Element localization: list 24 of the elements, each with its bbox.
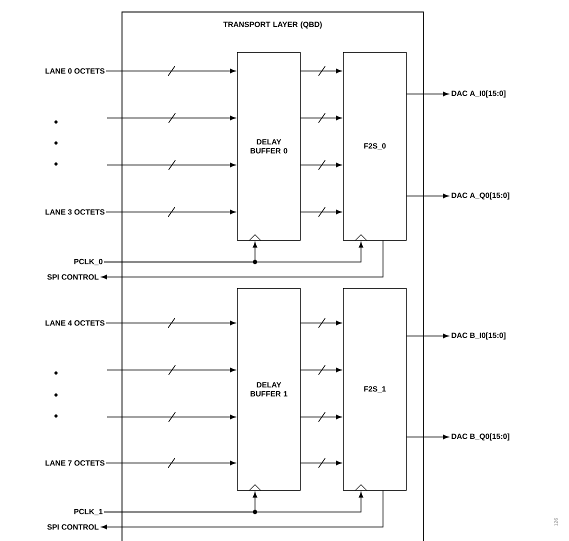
- bus-arrow: [300, 207, 342, 217]
- bus-arrow: [106, 66, 236, 76]
- bus-arrow: [300, 458, 342, 468]
- arrow: [406, 334, 449, 338]
- bus-arrow: [106, 412, 236, 422]
- arrow: [101, 240, 384, 280]
- bus-arrow: [106, 160, 236, 170]
- arrow: [104, 492, 364, 512]
- bus-arrow: [300, 66, 342, 76]
- bus-arrow: [106, 318, 236, 328]
- arrow: [101, 490, 384, 530]
- arrow: [104, 242, 364, 262]
- arrow: [406, 434, 449, 440]
- bus-arrow: [300, 318, 342, 328]
- arrow: [406, 92, 449, 96]
- bus-arrow: [106, 113, 236, 123]
- bus-arrow: [300, 160, 342, 170]
- bus-arrow: [300, 113, 342, 123]
- bus-arrow: [106, 365, 236, 375]
- bus-arrow: [300, 412, 342, 422]
- bus-arrow: [106, 458, 236, 468]
- bus-arrow: [106, 207, 236, 217]
- arrow: [406, 194, 449, 198]
- bus-arrow: [300, 365, 342, 375]
